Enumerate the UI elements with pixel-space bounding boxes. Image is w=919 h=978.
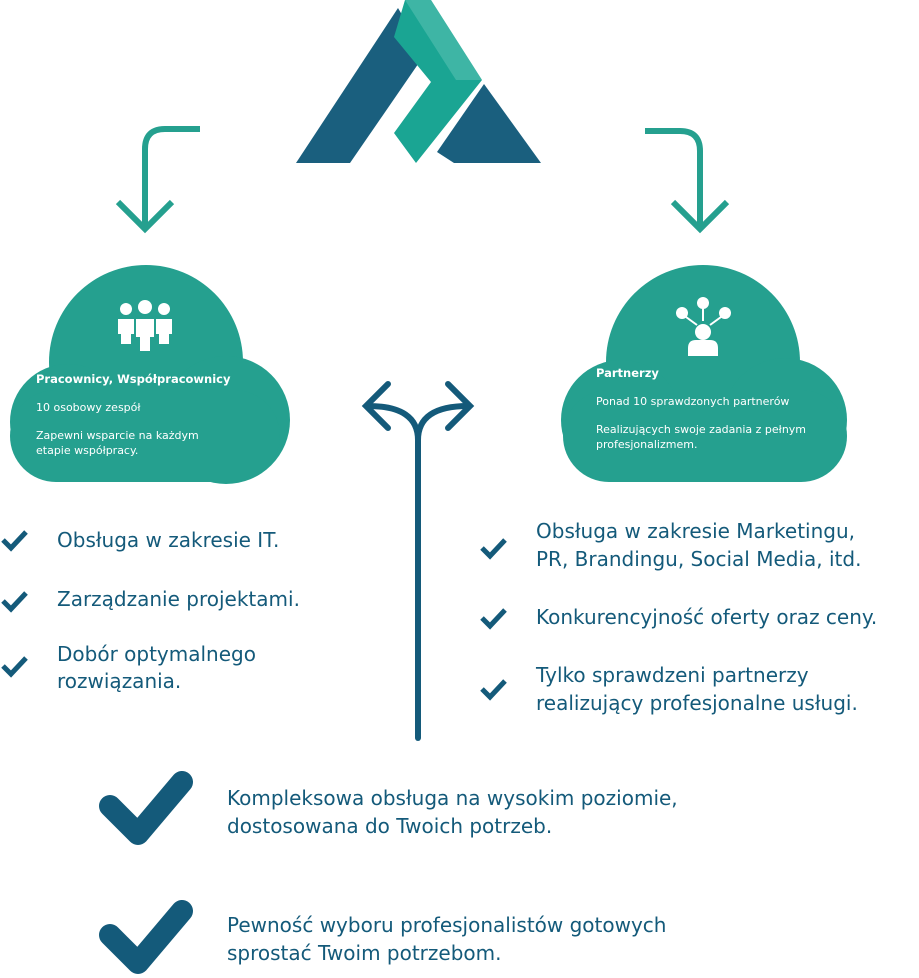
right-cloud-line2b: profesjonalizmem. [596,438,698,451]
right-cloud-line1: Ponad 10 sprawdzonych partnerów [596,395,790,408]
big-check-icon [99,771,193,845]
right-cloud-shape [561,265,847,482]
split-arrow-icon [361,381,475,741]
right-cloud-title: Partnerzy [596,366,659,380]
left-list-item-2: Zarządzanie projektami. [57,587,300,611]
bottom-item-2-line2: sprostać Twoim potrzebom. [227,941,502,965]
left-list-item-3-line1: Dobór optymalnego [57,642,256,666]
right-list-item-2: Konkurencyjność oferty oraz ceny. [536,605,878,629]
right-list-item-1-line1: Obsługa w zakresie Marketingu, [536,519,856,543]
right-list-item-3-line2: realizujący profesjonalne usługi. [536,691,858,715]
check-icon [1,530,28,552]
right-curved-arrow-icon [645,128,730,234]
left-cloud-line1: 10 osobowy zespół [36,401,141,414]
bottom-item-1-line1: Kompleksowa obsługa na wysokim poziomie, [227,786,678,810]
network-person-icon [676,297,731,356]
left-cloud-line2a: Zapewni wsparcie na każdym [36,429,199,442]
left-cloud-shape [10,265,290,484]
left-cloud-line2b: etapie współpracy. [36,444,139,457]
right-list-item-3-line1: Tylko sprawdzeni partnerzy [536,663,809,687]
left-cloud-title: Pracownicy, Współpracownicy [36,372,231,386]
check-icon [1,656,28,678]
left-curved-arrow-icon [115,126,200,234]
team-icon [118,300,172,353]
check-icon [1,591,28,613]
left-list-item-3-line2: rozwiązania. [57,669,182,693]
check-icon [480,608,507,630]
big-check-icon [99,900,193,974]
logo-icon [296,0,541,163]
left-list-item-1: Obsługa w zakresie IT. [57,528,280,552]
right-list-item-1-line2: PR, Brandingu, Social Media, itd. [536,547,862,571]
check-icon [480,538,507,560]
check-icon [480,679,507,701]
right-cloud-line2a: Realizujących swoje zadania z pełnym [596,423,807,436]
bottom-item-1-line2: dostosowana do Twoich potrzeb. [227,814,553,838]
bottom-item-2-line1: Pewność wyboru profesjonalistów gotowych [227,913,667,937]
